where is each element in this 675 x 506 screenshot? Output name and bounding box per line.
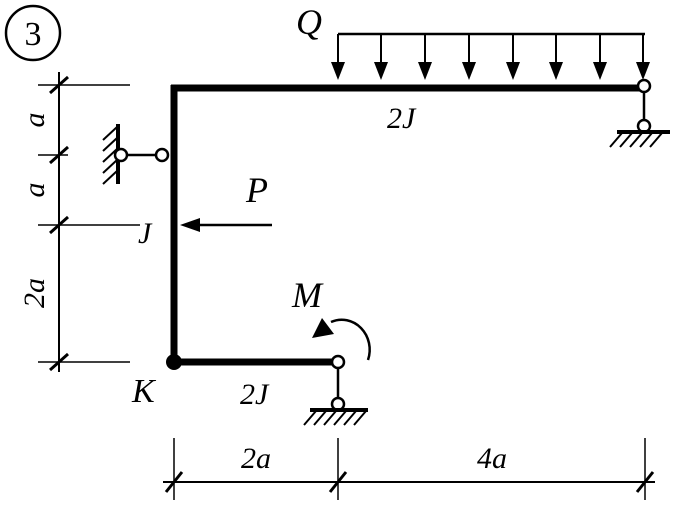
rigid-node-k (166, 354, 182, 370)
bottom-beam-stiffness-label: 2J (240, 378, 270, 411)
dim-bottom-left: 2a (241, 442, 271, 475)
dim-left-bottom: 2a (18, 278, 51, 308)
moment-label: M (291, 275, 324, 315)
top-beam-stiffness-label: 2J (387, 102, 417, 135)
left-link-support (102, 124, 170, 185)
point-load-label: P (245, 170, 268, 210)
problem-number: 3 (25, 16, 42, 53)
distributed-load-label: Q (296, 2, 322, 42)
dim-left-mid: a (18, 183, 51, 198)
column-stiffness-label: J (138, 217, 153, 250)
frame-members (170, 84, 645, 366)
bottom-pin-support (303, 354, 368, 426)
load-arrows (331, 34, 650, 80)
left-dimension-line (38, 72, 140, 372)
bottom-dimension-line (163, 438, 655, 500)
point-load (180, 218, 272, 232)
dim-left-top: a (18, 113, 51, 128)
dim-bottom-right: 4a (477, 442, 507, 475)
problem-number-badge: 3 (4, 4, 62, 62)
right-pin-support (609, 78, 670, 148)
moment-load (312, 318, 371, 361)
node-k-label: K (131, 373, 157, 410)
distributed-load (331, 32, 650, 80)
